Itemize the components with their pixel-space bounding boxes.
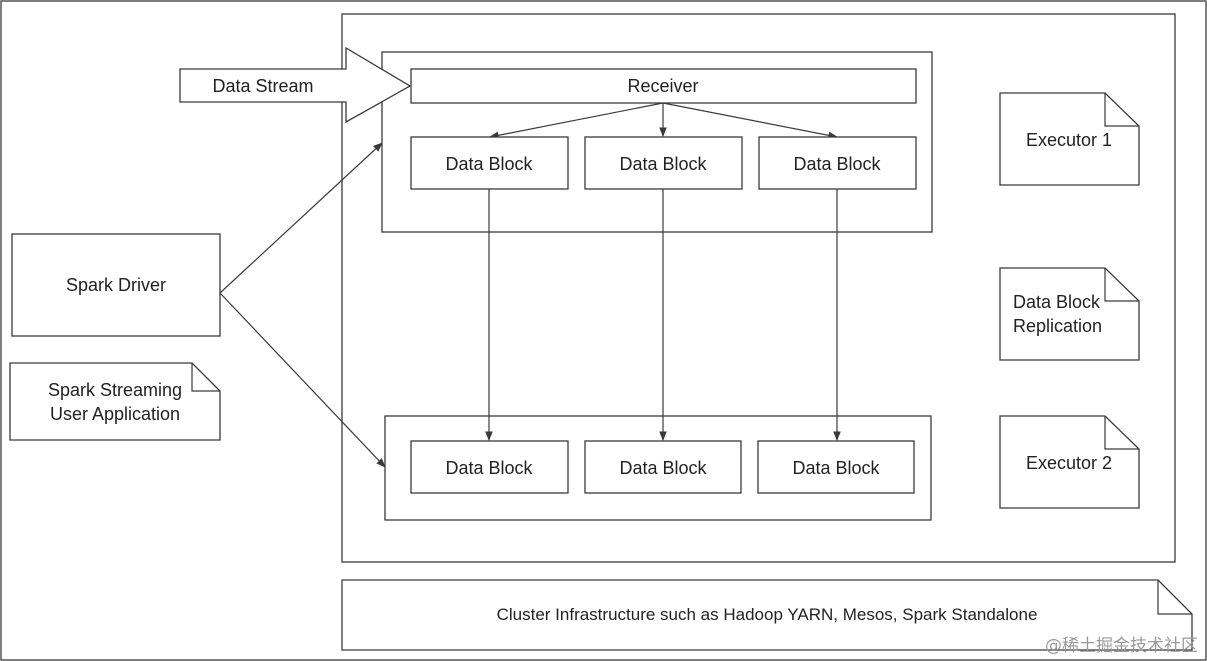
bottom-data-block-1-label: Data Block: [445, 458, 533, 478]
top-data-block-1: [410, 136, 569, 190]
bottom-data-block-2-label: Data Block: [619, 458, 707, 478]
executor-2-note-fold: [1104, 416, 1139, 450]
replication-line-1: Data Block: [1013, 292, 1101, 312]
data-stream-arrow: [179, 46, 412, 124]
executor-1-note-fold: [1104, 93, 1139, 127]
executor-2-label: Executor 2: [1026, 453, 1112, 473]
driver-to-receiver-arrow: [219, 142, 383, 294]
bottom-data-block-1: [410, 440, 569, 494]
user-application-note: [9, 362, 221, 441]
receiver-label: Receiver: [627, 76, 698, 96]
top-data-block-1-label: Data Block: [445, 154, 533, 174]
cluster-infrastructure-label: Cluster Infrastructure such as Hadoop YA…: [497, 605, 1038, 624]
replication-note-fold: [1104, 268, 1139, 302]
watermark: @稀土掘金技术社区: [1045, 636, 1198, 656]
replication-note: [999, 267, 1140, 361]
driver-to-replica-arrow: [219, 292, 386, 468]
top-data-block-2: [584, 136, 743, 190]
executor-1-label: Executor 1: [1026, 130, 1112, 150]
bottom-data-block-3-label: Data Block: [792, 458, 880, 478]
receiver-to-block-1-arrow: [489, 102, 664, 140]
bottom-data-block-3: [757, 440, 915, 494]
top-data-block-2-label: Data Block: [619, 154, 707, 174]
replication-line-2: Replication: [1013, 316, 1102, 336]
receiver-box: [410, 68, 917, 104]
spark-driver-label: Spark Driver: [66, 275, 166, 295]
cluster-infrastructure-note: [341, 579, 1193, 651]
user-app-line-1: Spark Streaming: [48, 380, 182, 400]
cluster-infrastructure-note-fold: [1157, 580, 1192, 615]
bottom-data-block-2: [584, 440, 742, 494]
data-stream-label: Data Stream: [212, 76, 313, 96]
executor-2-note: [999, 415, 1140, 509]
user-app-line-2: User Application: [50, 404, 180, 424]
spark-driver-box: [11, 233, 221, 337]
executor-1-note: [999, 92, 1140, 186]
top-data-block-3-label: Data Block: [793, 154, 881, 174]
receiver-to-block-3-arrow: [662, 102, 838, 140]
user-application-note-fold: [191, 363, 220, 392]
